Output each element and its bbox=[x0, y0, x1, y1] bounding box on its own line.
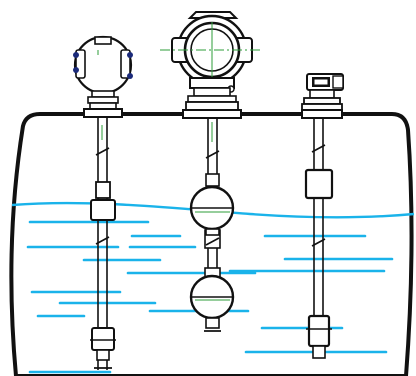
center-housing-icon bbox=[160, 11, 262, 119]
center-float-lower-icon bbox=[189, 274, 235, 332]
left-float-lower-icon bbox=[90, 327, 116, 369]
right-float-lower-icon bbox=[306, 314, 332, 359]
liquid-surface-line bbox=[11, 201, 415, 219]
right-junction-box-icon bbox=[301, 73, 344, 119]
left-level-gauge bbox=[73, 35, 133, 370]
center-level-gauge bbox=[160, 11, 262, 332]
right-float-upper-icon bbox=[304, 168, 334, 200]
left-float-upper-icon bbox=[90, 181, 116, 221]
right-level-gauge bbox=[301, 73, 344, 359]
tank-outline bbox=[9, 112, 414, 376]
center-float-upper-icon bbox=[189, 173, 235, 236]
left-housing-icon bbox=[73, 35, 133, 118]
